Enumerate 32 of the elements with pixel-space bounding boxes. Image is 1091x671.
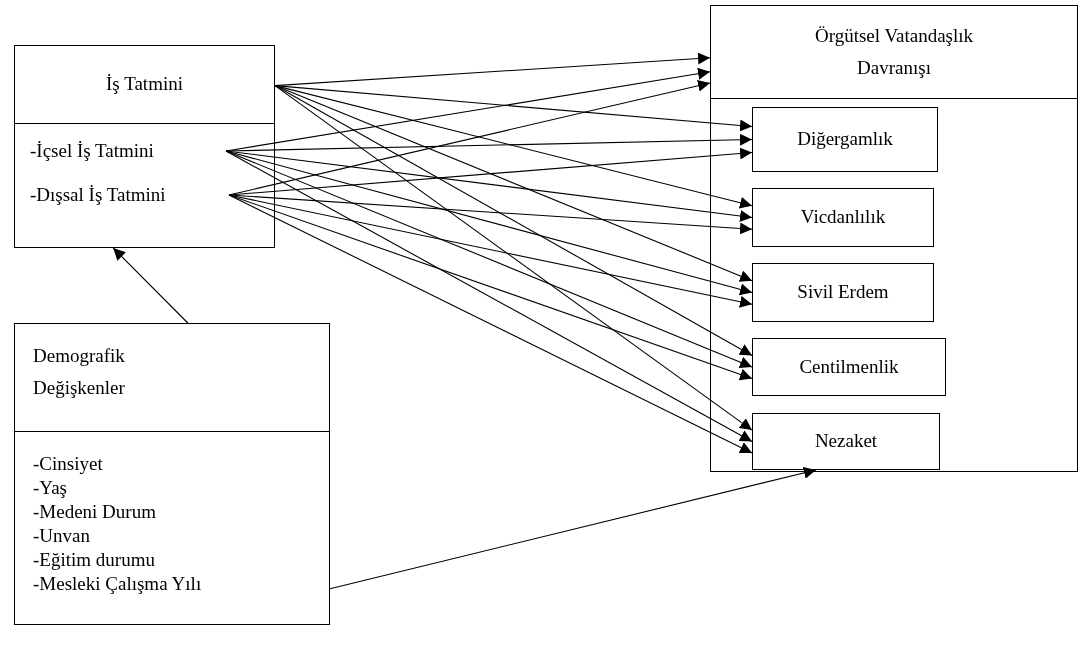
list-item: -Mesleki Çalışma Yılı [33,572,202,596]
arrow [228,147,753,196]
list-item: -Unvan [33,524,91,548]
arrow [274,85,753,132]
box-heading: İş Tatmini [106,72,183,97]
list-item: -Eğitim durumu [33,548,156,572]
construct-box [14,323,330,625]
box-heading: Örgütsel Vatandaşlık Davranışı [813,24,975,80]
arrow [228,194,753,235]
text-item: -Dışsal İş Tatmini [30,182,229,208]
dimension-box: Vicdanlılık [752,188,934,247]
arrow [274,85,753,356]
arrow [228,194,753,454]
arrow [228,194,753,381]
text-item: -İçsel İş Tatmini [30,138,226,164]
box-heading: Demografik Değişkenler [33,344,126,400]
construct-box [710,5,1078,472]
arrow [112,247,189,324]
list-item: -Medeni Durum [33,500,157,524]
list-item: -Cinsiyet [33,452,104,476]
arrow [225,133,753,152]
arrow [274,85,753,209]
list-item: -Yaş [33,476,68,500]
arrow [329,467,817,590]
arrow [225,150,753,443]
dimension-box: Diğergamlık [752,107,938,172]
dimension-box: Sivil Erdem [752,263,934,322]
arrow [225,150,753,368]
dimension-box: Nezaket [752,413,940,470]
construct-box [14,45,275,248]
arrow [274,85,753,431]
dimension-box: Centilmenlik [752,338,946,396]
